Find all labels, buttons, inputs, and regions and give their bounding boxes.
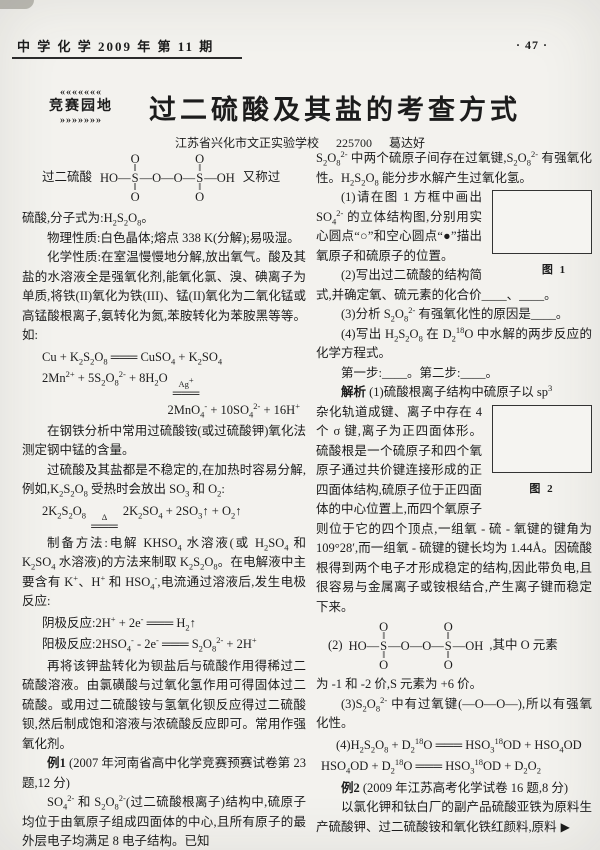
page-number: · 47 ·	[515, 38, 548, 52]
formula1-right-label: 又称过	[242, 170, 281, 185]
example-1-source: (2007 年河南省高中化学竞赛预赛试卷第 23 题,12 分)	[22, 756, 306, 790]
column-badge: ««««««« 竞赛园地 »»»»»»»	[28, 87, 134, 126]
text: 硫酸,分子式为:H2S2O8。	[22, 211, 154, 228]
equation-decomposition: 2K2S2O8 Δ ═══ 2K2SO4 + 2SO3↑ + O2↑	[22, 502, 306, 532]
equation-cathode: 阴极反应:2H+ + 2e- ═══ H2↑	[22, 614, 306, 634]
question-4: (4)写出 H2S2O8 在 D218O 中水解的两步反应的化学方程式。	[316, 325, 592, 364]
analysis-paragraph-1: 图 2 杂化轨道成键、离子中存在 4 个 σ 键,离子为正四面体形。硫酸根是一个…	[316, 403, 592, 618]
text: 杂化轨道成键、离子中存在 4 个 σ 键,离子为正四面体形。硫酸根是一个硫原子和…	[316, 404, 592, 614]
equation-mn-oxidation: 2Mn2+ + 5S2O82- + 8H2O Ag+ ═══	[22, 368, 306, 400]
equation-anode: 阳极反应:2HSO4- - 2e- ═══ S2O82- + 2H+	[22, 635, 306, 655]
double-equals: ═══	[172, 386, 200, 400]
example-1-label: 例1	[47, 756, 66, 770]
badge-deco-top: «««««««	[60, 87, 102, 98]
analysis-heading: 解析 (1)硫酸根离子结构中硫原子以 sp3	[316, 383, 592, 403]
equation-hydrolysis-step2: HSO4OD + D218O ═══ HSO318OD + D2O2	[316, 757, 592, 777]
text: 以氯化钾和钛白厂的副产品硫酸亚铁为原料生产硫酸钾、过二硫酸铵和氧化铁红颜料,原料	[316, 800, 592, 834]
paragraph-formula-name: 硫酸,分子式为:H2S2O8。	[22, 209, 306, 229]
double-equals: ═══	[91, 518, 118, 533]
paragraph-question-intro: SO42- 和 S2O82-(过二硫酸根离子)结构中,硫原子均位于由氧原子组成四…	[22, 793, 306, 850]
text: (4)H2S2O8 + D218O ═══ HSO318OD + HSO4OD	[336, 735, 582, 754]
example-2-label: 例2	[341, 780, 360, 795]
text: 在钢铁分析中常用过硫酸铵(或过硫酸钾)氧化法测定钢中锰的含量。	[22, 423, 306, 458]
journal-header: 中 学 化 学 2009 年 第 11 期	[17, 39, 215, 54]
right-column: S2O82- 中两个硫原子间存在过氧键,S2O82- 有强氧化性。H2S2O8 …	[316, 149, 592, 837]
text: (1)请在图 1 方框中画出 SO42- 的立体结构图,分别用实心圆点“○”和空…	[316, 190, 482, 263]
text: Cu + K2S2O8 ═══ CuSO4 + K2SO4	[42, 349, 223, 366]
text: 2K2S2O8	[42, 503, 87, 520]
catalyst-over-equals: Ag+ ═══	[172, 375, 200, 400]
text: 化学性质:在室温慢慢地分解,放出氧气。酸及其盐的水溶液全是强氧化剂,能氧化氯、溴…	[22, 250, 306, 342]
text: 阴极反应:2H+ + 2e- ═══ H2↑	[42, 613, 196, 632]
example-1-heading: 例1 (2007 年河南省高中化学竞赛预赛试卷第 23 题,12 分)	[22, 754, 306, 793]
author-name: 葛达好	[389, 136, 426, 150]
author-school: 江苏省兴化市文正实验学校	[174, 136, 319, 150]
badge-label: 竞赛园地	[49, 99, 113, 114]
analysis-label: 解析	[341, 385, 367, 399]
example-2-intro: 以氯化钾和钛白厂的副产品硫酸亚铁为原料生产硫酸钾、过二硫酸铵和氧化铁红颜料,原料…	[316, 798, 592, 837]
text: 为 -1 和 -2 价,S 元素为 +6 价。	[316, 677, 483, 691]
figure-1-box	[492, 190, 592, 254]
question-3: (3)分析 S2O82- 有强氧化性的原因是____。	[316, 305, 592, 325]
figure-2-caption: 图 2	[529, 482, 555, 495]
paragraph-peroxide-bond: S2O82- 中两个硫原子间存在过氧键,S2O82- 有强氧化性。H2S2O8 …	[316, 149, 592, 188]
text: HSO4OD + D218O ═══ HSO318OD + D2O2	[321, 756, 541, 776]
equation-hydrolysis-step1: (4)H2S2O8 + D218O ═══ HSO318OD + HSO4OD	[316, 736, 592, 756]
analysis-answer-3: (3)S2O82- 中有过氧键(—O—O—),所以有强氧化性。	[316, 695, 592, 734]
delta-label: Δ	[101, 511, 108, 522]
formula2-suffix: ,其中 O 元素	[489, 638, 558, 653]
badge-deco-bottom: »»»»»»»	[60, 115, 102, 126]
paragraph-steel-analysis: 在钢铁分析中常用过硫酸铵(或过硫酸钾)氧化法测定钢中锰的含量。	[22, 422, 306, 461]
question-4-steps: 第一步:____。第二步:____。	[316, 364, 592, 384]
text: 物理性质:白色晶体;熔点 338 K(分解);易吸湿。	[47, 230, 300, 245]
question-2: (2)写出过二硫酸的结构简式,并确定氧、硫元素的化合价____、____。	[316, 266, 592, 305]
analysis-valence: 为 -1 和 -2 价,S 元素为 +6 价。	[316, 675, 592, 695]
equation-cu: Cu + K2S2O8 ═══ CuSO4 + K2SO4	[22, 348, 306, 368]
header-rule	[12, 57, 242, 59]
text: (4)写出 H2S2O8 在 D218O 中水解的两步反应的化学方程式。	[316, 324, 593, 360]
figure-1: 图 1	[492, 190, 592, 281]
text: 过硫酸及其盐都是不稳定的,在加热时容易分解,例如,K2S2O8 受热时会放出 S…	[22, 462, 306, 499]
author-zip: 225700	[336, 136, 372, 150]
text: (1)硫酸根离子结构中硫原子以 sp3	[366, 382, 553, 399]
text: 2K2SO4 + 2SO3↑ + O2↑	[122, 503, 242, 520]
text: 阳极反应:2HSO4- - 2e- ═══ S2O82- + 2H+	[42, 634, 257, 654]
text: S2O82- 中两个硫原子间存在过氧键,S2O82- 有强氧化性。H2S2O8 …	[316, 148, 592, 187]
paragraph-physical-properties: 物理性质:白色晶体;熔点 338 K(分解);易吸湿。	[22, 229, 306, 249]
byline: 江苏省兴化市文正实验学校 225700 葛达好	[0, 134, 600, 151]
paragraph-instability: 过硫酸及其盐都是不稳定的,在加热时容易分解,例如,K2S2O8 受热时会放出 S…	[22, 461, 306, 500]
figure-2-box	[492, 404, 592, 473]
scan-smudge	[0, 0, 34, 9]
equation-mn-products: 2MnO4- + 10SO42- + 16H+	[22, 401, 306, 421]
text: 制备方法:电解 KHSO4 水溶液(或 H2SO4 和 K2SO4 水溶液)的方…	[22, 535, 306, 609]
figure-1-caption: 图 1	[541, 264, 568, 276]
text: 2MnO4- + 10SO42- + 16H+	[167, 400, 301, 420]
formula1-left-label: 过二硫酸	[42, 170, 93, 185]
question-1: 图 1 (1)请在图 1 方框中画出 SO42- 的立体结构图,分别用实心圆点“…	[316, 188, 592, 276]
text: (3)分析 S2O82- 有强氧化性的原因是____。	[341, 304, 569, 324]
text: SO42- 和 S2O82-(过二硫酸根离子)结构中,硫原子均位于由氧原子组成四…	[22, 792, 307, 848]
text: 再将该钾盐转化为钡盐后与硫酸作用得稀过二硫酸溶液。由氯磺酸与过氧化氢作用可得固体…	[22, 658, 306, 751]
paragraph-preparation: 制备方法:电解 KHSO4 水溶液(或 H2SO4 和 K2SO4 水溶液)的方…	[22, 534, 306, 612]
text: (2)写出过二硫酸的结构简式,并确定氧、硫元素的化合价____、____。	[316, 268, 557, 302]
example-2-source: (2009 年江苏高考化学试卷 16 题,8 分)	[359, 780, 569, 795]
figure-2: 图 2	[492, 404, 592, 500]
catalyst-label: Ag+	[178, 375, 194, 389]
continuation-arrow-icon: ▶	[560, 819, 570, 834]
article-title: 过二硫酸及其盐的考查方式	[149, 95, 521, 125]
paragraph-salt-conversion: 再将该钾盐转化为钡盐后与硫酸作用得稀过二硫酸溶液。由氯磺酸与过氧化氢作用可得固体…	[22, 657, 306, 755]
text: (3)S2O82- 中有过氧键(—O—O—),所以有强氧化性。	[316, 694, 592, 730]
paragraph-chemical-properties: 化学性质:在室温慢慢地分解,放出氧气。酸及其盐的水溶液全是强氧化剂,能氧化氯、溴…	[22, 248, 306, 346]
text: 2Mn2+ + 5S2O82- + 8H2O	[42, 368, 168, 388]
formula2-prefix: (2)	[328, 638, 343, 653]
text: 第一步:____。第二步:____。	[341, 365, 498, 380]
delta-over-equals: Δ ═══	[91, 511, 118, 533]
example-2-heading: 例2 (2009 年江苏高考化学试卷 16 题,8 分)	[316, 779, 592, 799]
